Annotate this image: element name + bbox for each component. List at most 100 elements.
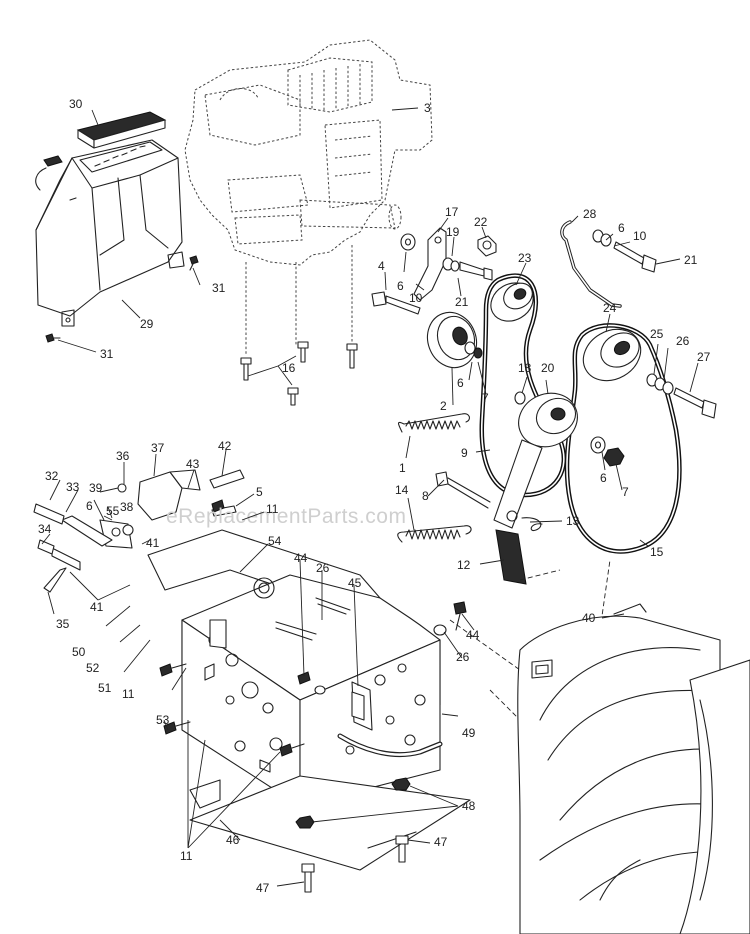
callout-50: 50 <box>72 645 86 659</box>
callout-19: 19 <box>446 225 460 239</box>
callout-6-e: 6 <box>86 499 93 513</box>
callout-47-right: 47 <box>434 835 448 849</box>
engine-phantom <box>184 39 433 355</box>
callout-28: 28 <box>583 207 597 221</box>
callout-2: 2 <box>440 399 447 413</box>
callout-30: 30 <box>69 97 83 111</box>
callout-6-b: 6 <box>457 376 464 390</box>
idler-pulley-2 <box>426 311 483 369</box>
callout-48: 48 <box>462 799 476 813</box>
belt-9 <box>479 273 567 498</box>
callout-labels: 30 3 31 29 31 16 17 22 19 21 10 4 6 2 6 … <box>38 97 711 895</box>
callout-26-c: 26 <box>456 650 470 664</box>
callout-26-b: 26 <box>316 561 330 575</box>
callout-12: 12 <box>457 558 471 572</box>
callout-18: 18 <box>518 361 532 375</box>
callout-7-a: 7 <box>482 391 489 405</box>
spring-13 <box>521 517 543 532</box>
callout-40: 40 <box>582 611 596 625</box>
shroud-screws <box>45 255 199 343</box>
callout-36: 36 <box>116 449 130 463</box>
callout-13: 13 <box>566 514 580 528</box>
skid-plate-46 <box>189 775 471 871</box>
belt-cover-shroud <box>35 139 185 327</box>
callout-31-upper: 31 <box>212 281 226 295</box>
shaft-49 <box>337 733 443 758</box>
callout-1: 1 <box>399 461 406 475</box>
callout-41-a: 41 <box>146 536 160 550</box>
callout-26-a: 26 <box>676 334 690 348</box>
callout-34: 34 <box>38 522 52 536</box>
callout-21-b: 21 <box>684 253 698 267</box>
idler-arm-12 <box>493 439 543 585</box>
callout-55: 55 <box>106 504 120 518</box>
callout-42: 42 <box>218 439 232 453</box>
spacer-22 <box>477 235 497 257</box>
callout-52: 52 <box>86 661 100 675</box>
auger-housing-40 <box>517 603 750 934</box>
leader-lines <box>41 107 699 887</box>
callout-17: 17 <box>445 205 459 219</box>
callout-11-bottom: 11 <box>180 849 193 863</box>
callout-10-a: 10 <box>409 291 423 305</box>
rod-28 <box>560 220 622 308</box>
callout-10-b: 10 <box>633 229 647 243</box>
callout-39: 39 <box>89 481 103 495</box>
belt-cover-lid <box>35 111 167 191</box>
bolt-44-washer-26 <box>297 601 467 695</box>
idler-pulley-20 <box>514 391 578 448</box>
callout-4: 4 <box>378 259 385 273</box>
callout-15: 15 <box>650 545 664 559</box>
callout-27: 27 <box>697 350 711 364</box>
callout-11-top: 11 <box>266 502 279 516</box>
callout-32: 32 <box>45 469 59 483</box>
callout-33: 33 <box>66 480 80 494</box>
spring-14 <box>397 525 472 543</box>
engine-mount-bolts <box>240 341 358 406</box>
watermark-text: eReplacementParts.com <box>166 505 406 528</box>
auger-pulley-24 <box>582 328 642 382</box>
callout-44-b: 44 <box>466 628 480 642</box>
callout-24: 24 <box>603 301 617 315</box>
callout-38: 38 <box>120 500 134 514</box>
callout-5: 5 <box>256 485 263 499</box>
callout-53: 53 <box>156 713 170 727</box>
washer-6-nut-7 <box>590 436 625 467</box>
callout-54: 54 <box>268 534 282 548</box>
callout-23: 23 <box>518 251 532 265</box>
callout-46: 46 <box>226 833 240 847</box>
callout-49: 49 <box>462 726 476 740</box>
shift-linkage <box>33 469 245 593</box>
callout-41-b: 41 <box>90 600 104 614</box>
callout-43: 43 <box>186 457 200 471</box>
bolt-4 <box>371 291 421 315</box>
callout-45: 45 <box>348 576 362 590</box>
nuts-48 <box>295 777 411 829</box>
callout-14: 14 <box>395 483 409 497</box>
callout-37: 37 <box>151 441 165 455</box>
bolt-21-washers-10-6 <box>592 229 657 273</box>
callout-6-d: 6 <box>600 471 607 485</box>
frame-bolts-11 <box>159 499 305 757</box>
callout-16: 16 <box>282 361 296 375</box>
callout-22: 22 <box>474 215 488 229</box>
bolt-8 <box>435 471 491 509</box>
callout-6-a: 6 <box>397 279 404 293</box>
engine-pulley-23 <box>490 282 534 322</box>
callout-35: 35 <box>56 617 70 631</box>
bolt-27-washers <box>646 373 717 419</box>
bolt-21-upper <box>442 257 493 281</box>
callout-47-left: 47 <box>256 881 270 895</box>
callout-51: 51 <box>98 681 112 695</box>
callout-11-mid: 11 <box>122 687 135 701</box>
callout-31-lower: 31 <box>100 347 114 361</box>
callout-20: 20 <box>541 361 555 375</box>
idler-bracket-17 <box>413 227 447 301</box>
callout-6-c: 6 <box>618 221 625 235</box>
callout-9: 9 <box>461 446 468 460</box>
carriage-bolts-47 <box>301 835 409 893</box>
washer-6-top <box>400 233 416 251</box>
callout-7-b: 7 <box>622 485 629 499</box>
